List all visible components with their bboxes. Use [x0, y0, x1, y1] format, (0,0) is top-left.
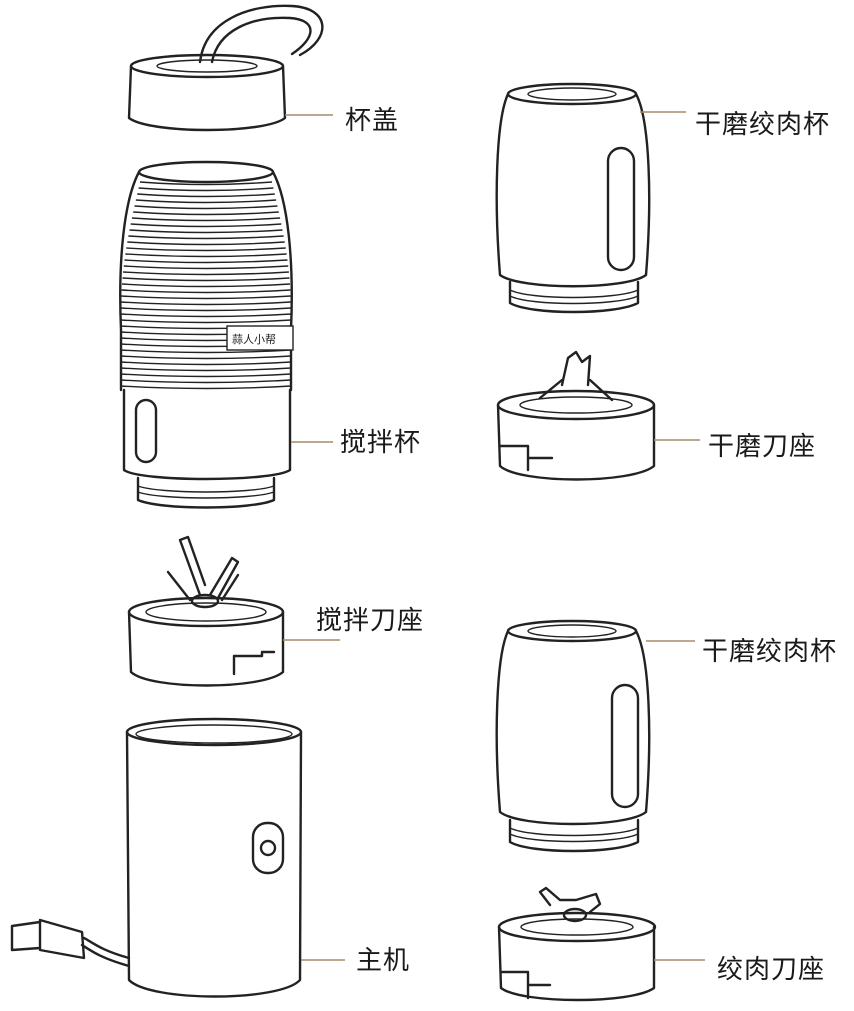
rib-line: [120, 307, 292, 312]
rib-line: [131, 217, 281, 222]
svg-text:蒜人小帮: 蒜人小帮: [232, 333, 276, 346]
label-blender-blade-base: 搅拌刀座: [316, 606, 425, 636]
rib-line: [124, 259, 288, 264]
rib-line: [120, 361, 292, 366]
rib-line: [127, 241, 285, 246]
rib-line: [121, 283, 291, 288]
label-blender-cup: 搅拌杯: [340, 428, 422, 458]
label-cup-lid: 杯盖: [345, 106, 400, 136]
rib-line: [120, 349, 292, 354]
main-unit-drawing: [10, 717, 303, 998]
rib-line: [139, 181, 273, 186]
rib-line: [120, 379, 292, 384]
rib-line: [128, 235, 284, 240]
rib-line: [121, 301, 291, 306]
rib-line: [121, 295, 291, 300]
cup-lid-drawing: [127, 4, 324, 132]
label-grinder-cup-1: 干磨绞肉杯: [695, 110, 831, 140]
blender-cup-drawing: 蒜人小帮: [119, 160, 294, 509]
rib-line: [123, 265, 289, 270]
rib-line: [121, 289, 291, 294]
label-main-unit: 主机: [356, 946, 411, 976]
rib-line: [137, 193, 275, 198]
rib-line: [120, 373, 292, 378]
rib-line: [138, 187, 274, 192]
rib-line: [134, 205, 278, 210]
rib-line: [120, 385, 292, 390]
grinder-cup-1-drawing: [495, 82, 651, 314]
blender-blade-base-drawing: [127, 535, 285, 687]
mincer-blade-base-drawing: [497, 886, 657, 1002]
rib-line: [120, 313, 292, 318]
rib-line: [123, 271, 289, 276]
rib-line: [130, 223, 282, 228]
grinder-blade-base-drawing: [496, 350, 656, 481]
leader-lines: [283, 111, 705, 961]
rib-line: [135, 199, 277, 204]
rib-line: [133, 211, 279, 216]
label-grinder-cup-2: 干磨绞肉杯: [702, 637, 838, 667]
rib-line: [122, 277, 290, 282]
label-grinder-blade-base: 干磨刀座: [708, 432, 817, 462]
rib-line: [129, 229, 283, 234]
rib-line: [125, 253, 287, 258]
rib-line: [120, 319, 292, 324]
label-mincer-blade-base: 绞肉刀座: [717, 955, 826, 985]
rib-line: [126, 247, 286, 252]
rib-line: [120, 355, 292, 360]
rib-line: [120, 367, 292, 372]
grinder-cup-2-drawing: [495, 619, 651, 853]
